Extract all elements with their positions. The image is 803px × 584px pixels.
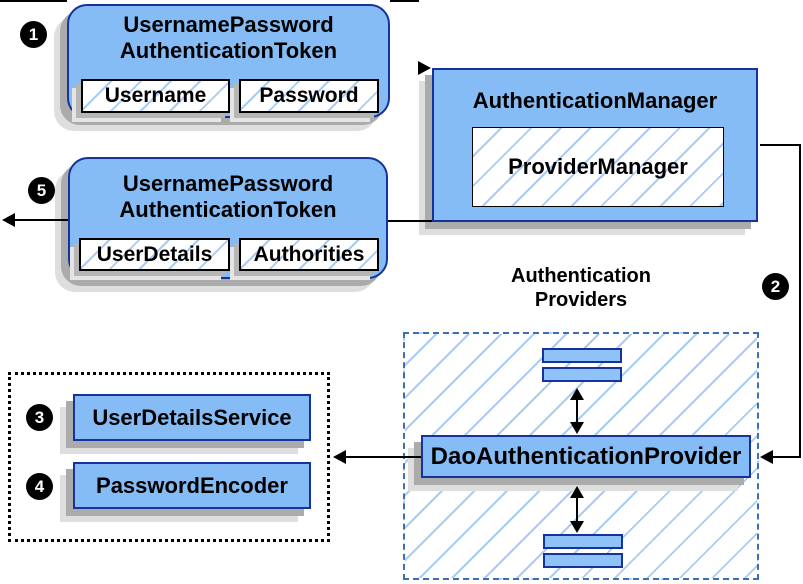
provider-stack-bar [542,348,622,363]
authentication-providers-label-line1: Authentication [511,265,651,287]
password-encoder-label: PasswordEncoder [96,472,288,498]
result-token-box: UsernamePassword AuthenticationToken Use… [68,157,388,279]
result-token-title-line1: UsernamePassword [122,171,334,196]
provider-stack-bar [542,367,622,382]
provider-manager-box: ProviderManager [472,127,724,207]
user-details-service-label: UserDetailsService [92,404,292,430]
provider-stack-bar [543,553,623,568]
arrowhead-up-icon [570,388,584,400]
step-3-badge: 3 [26,404,53,431]
arrowhead-down-icon [570,521,584,533]
arrowhead-right-icon [418,61,431,75]
authentication-manager-title: AuthenticationManager [472,88,718,113]
arrowhead-left-icon [760,450,773,464]
double-arrow-top-line [576,397,578,426]
request-token-title-line2: AuthenticationToken [119,38,338,63]
request-token-title-line1: UsernamePassword [123,12,334,37]
password-field-box: Password [239,79,379,113]
flow-line-token-to-manager [390,0,419,2]
password-encoder-box: PasswordEncoder [73,462,311,509]
flow-line-manager-to-token [388,220,432,222]
step-2-badge: 2 [762,273,789,300]
request-token-title: UsernamePassword AuthenticationToken [69,12,388,64]
dao-authentication-provider-box: DaoAuthenticationProvider [421,435,751,478]
flow-line-step2-vertical [799,144,801,458]
step-5-badge: 5 [28,177,55,204]
flow-line-token-out [14,219,68,221]
provider-manager-label: ProviderManager [508,154,688,179]
flow-line-dao-to-beans [345,456,421,458]
flow-line-step2-bottom [773,456,800,458]
arrowhead-left-icon [2,213,15,227]
arrowhead-down-icon [570,422,584,434]
beans-container [8,372,330,542]
flow-line-step2-top [760,144,801,146]
userdetails-field-label: UserDetails [96,242,213,266]
step-1-badge: 1 [20,21,47,48]
provider-stack-bar [543,534,623,549]
authorities-field-label: Authorities [253,242,365,266]
dao-authentication-provider-label: DaoAuthenticationProvider [430,442,742,470]
flow-line-request-in [0,0,67,2]
password-field-label: Password [259,84,359,107]
userdetails-field-box: UserDetails [79,238,230,271]
authorities-field-box: Authorities [239,238,379,271]
authentication-providers-label: Authentication Providers [470,264,692,312]
result-token-title: UsernamePassword AuthenticationToken [70,171,386,223]
username-field-box: Username [81,79,230,113]
user-details-service-box: UserDetailsService [73,394,311,441]
result-token-title-line2: AuthenticationToken [119,197,337,222]
authentication-providers-label-line2: Providers [534,289,628,311]
request-token-box: UsernamePassword AuthenticationToken Use… [67,4,390,118]
arrowhead-left-icon [333,450,346,464]
double-arrow-bottom-line [576,495,578,522]
username-field-label: Username [104,84,207,107]
authentication-manager-box: AuthenticationManager ProviderManager [432,68,758,222]
step-4-badge: 4 [26,473,53,500]
arrowhead-up-icon [570,486,584,498]
